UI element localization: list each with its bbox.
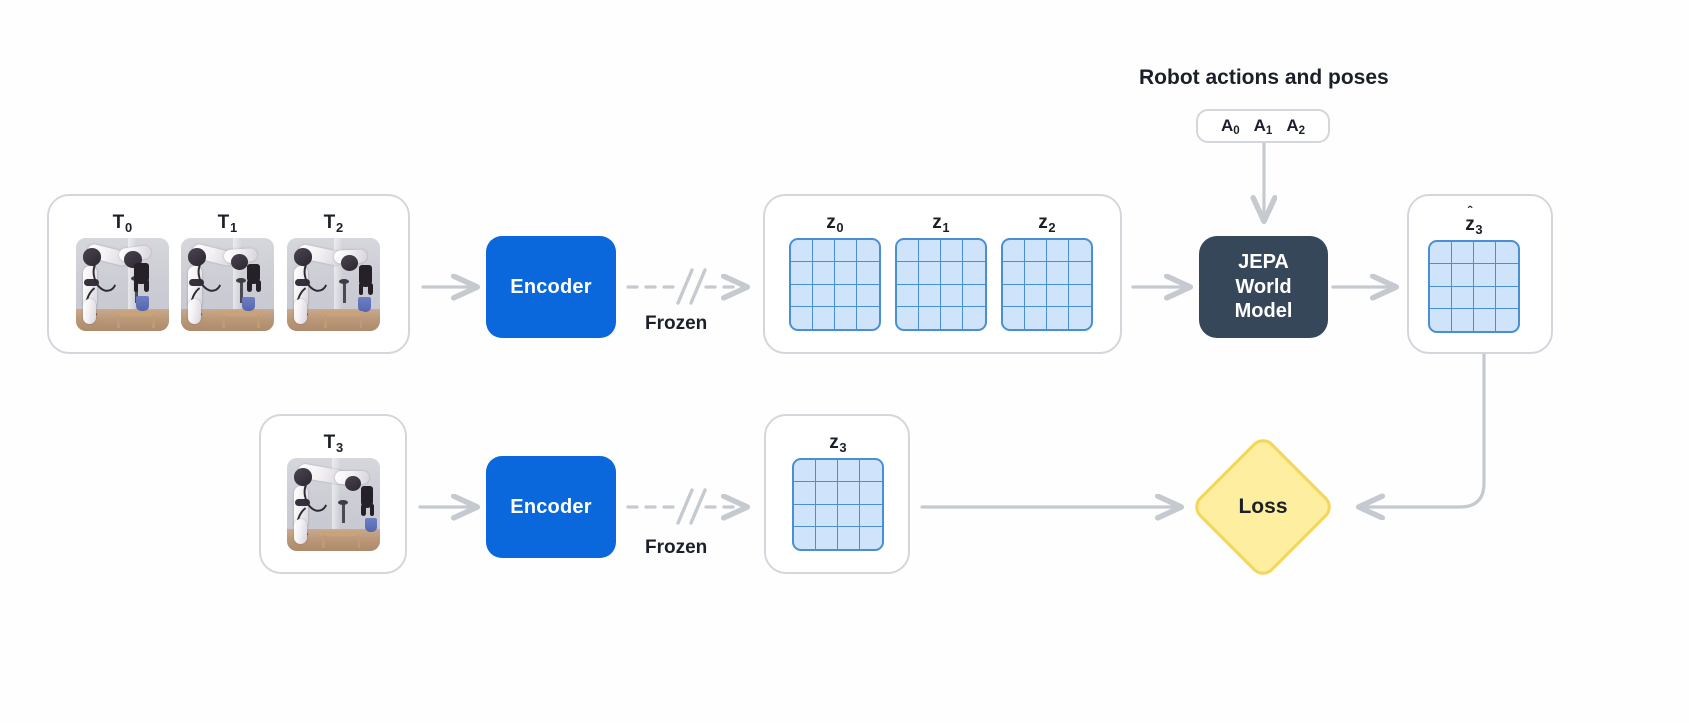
robot-frame-t1	[181, 238, 274, 331]
world-model-line-1: JEPA	[1238, 250, 1289, 273]
robot-frame-t0	[76, 238, 169, 331]
action-token-a1: A1	[1253, 116, 1273, 138]
latent-caption-z0: z0	[789, 212, 881, 235]
frame-label-base-t0: T	[112, 212, 125, 233]
latent-grid-z1	[895, 238, 987, 331]
latent-label-base-z2: z	[1038, 212, 1048, 233]
robot-frame-t2	[287, 238, 380, 331]
actions-pill[interactable]: A0 A1 A2	[1196, 109, 1330, 143]
latent-caption-z2: z2	[1001, 212, 1093, 235]
frame-caption-t2: T2	[287, 212, 380, 235]
target-latent-label-sub: 3	[839, 439, 847, 455]
arrow-prediction-to-loss	[1358, 350, 1486, 507]
actions-title: Robot actions and poses	[1139, 66, 1389, 89]
frame-label-sub-t2: 2	[335, 219, 344, 235]
target-latent-label-base: z	[829, 432, 839, 453]
encoder-bottom-label: Encoder	[510, 495, 592, 518]
latent-label-sub-z0: 0	[836, 219, 844, 235]
frame-caption-t0: T0	[76, 212, 169, 235]
action-token-a0: A0	[1220, 116, 1240, 138]
frame-caption-t3: T3	[287, 432, 380, 455]
latent-label-base-z1: z	[932, 212, 942, 233]
predicted-latent-grid	[1428, 240, 1520, 333]
world-model-line-2: World	[1235, 275, 1292, 298]
frozen-label-bottom: Frozen	[645, 537, 708, 558]
encoder-top[interactable]: Encoder	[486, 236, 616, 338]
arrow-encoder-to-latent-bottom	[626, 488, 748, 525]
world-model-line-3: Model	[1234, 300, 1293, 323]
frame-caption-t1: T1	[181, 212, 274, 235]
frame-label-base-t2: T	[323, 212, 336, 233]
action-token-a2: A2	[1286, 116, 1306, 138]
encoder-bottom[interactable]: Encoder	[486, 456, 616, 558]
latent-label-sub-z1: 1	[942, 219, 950, 235]
frame-label-base-t1: T	[217, 212, 230, 233]
loss-node[interactable]: Loss	[1189, 433, 1337, 581]
frame-label-sub-t0: 0	[124, 219, 133, 235]
latent-label-base-z0: z	[826, 212, 836, 233]
arrow-encoder-to-latents-top	[626, 268, 748, 305]
target-latent-grid	[792, 458, 884, 551]
target-latent-caption: z3	[792, 432, 884, 455]
frozen-label-top: Frozen	[645, 313, 708, 334]
robot-frame-t3	[287, 458, 380, 551]
latent-grid-z2	[1001, 238, 1093, 331]
latent-label-sub-z2: 2	[1048, 219, 1056, 235]
frame-label-sub-t3: 3	[335, 439, 344, 455]
frame-label-sub-t1: 1	[229, 219, 238, 235]
latent-grid-z0	[789, 238, 881, 331]
jepa-world-model-block[interactable]: JEPA World Model	[1199, 236, 1328, 338]
loss-label: Loss	[1238, 495, 1288, 518]
latent-caption-z1: z1	[895, 212, 987, 235]
frame-label-base-t3: T	[323, 432, 336, 453]
encoder-top-label: Encoder	[510, 275, 592, 298]
